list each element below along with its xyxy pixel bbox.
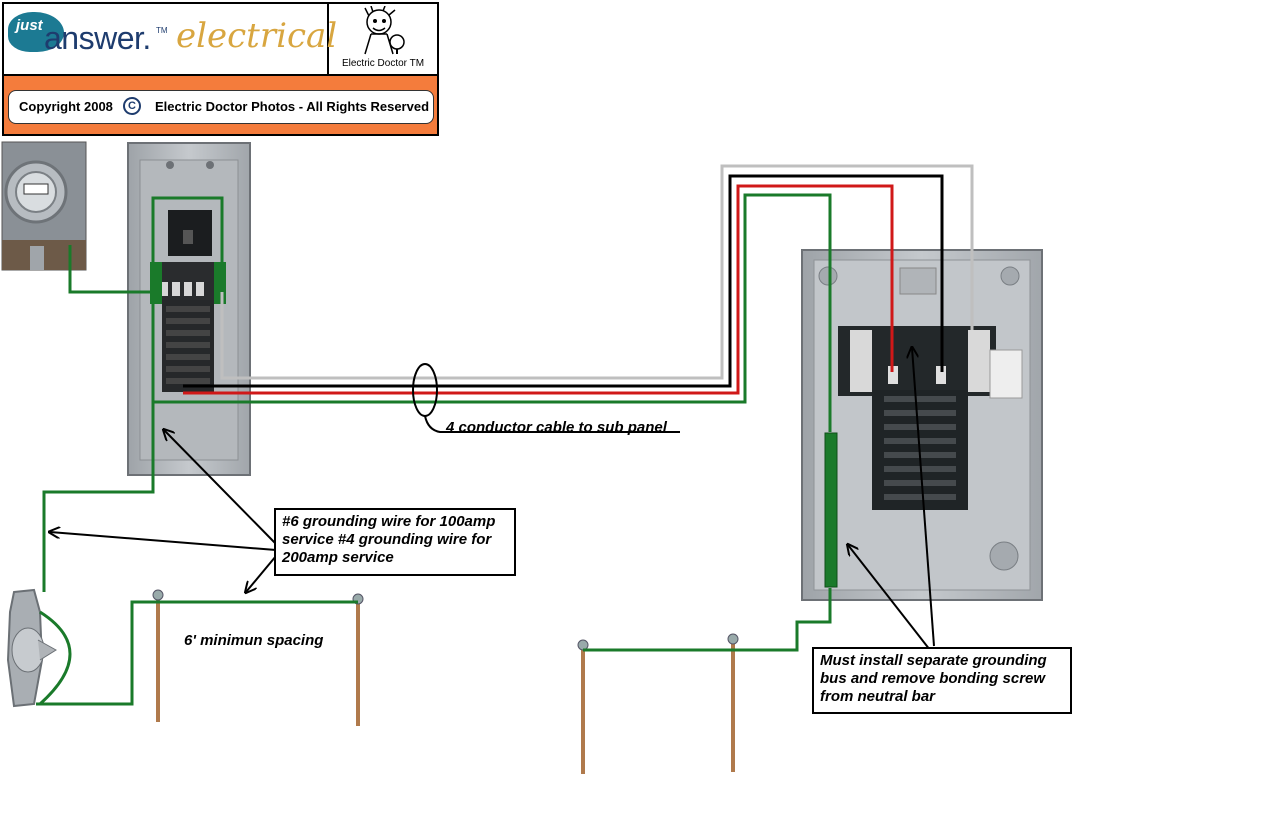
header-box: just answer. TM electrical Electric Doct…	[2, 2, 439, 136]
doctor-cartoon-icon	[364, 6, 405, 55]
copyright-icon: C	[123, 97, 141, 115]
doctor-label: Electric Doctor TM	[341, 58, 425, 69]
cable-label: 4 conductor cable to sub panel	[446, 419, 667, 436]
spacing-label: 6' minimun spacing	[184, 632, 324, 649]
sub-panel	[801, 249, 1043, 601]
cable-red	[183, 184, 894, 395]
main-panel	[127, 142, 251, 476]
cable-ring	[412, 363, 438, 417]
copyright-bar: Copyright 2008 C Electric Doctor Photos …	[4, 76, 437, 134]
logo-answer: answer.	[44, 20, 151, 56]
electric-doctor-logo: Electric Doctor TM	[329, 4, 437, 74]
main-ground-loop	[151, 196, 224, 292]
header-top: just answer. TM electrical Electric Doct…	[4, 4, 437, 76]
meter-ground-wire	[68, 245, 153, 294]
copyright-text: Electric Doctor Photos - All Rights Rese…	[155, 99, 430, 114]
logo-just: just	[8, 12, 64, 52]
justanswer-logo: just answer. TM electrical	[4, 4, 337, 74]
sub-breaker-slots	[884, 396, 956, 500]
separate-bus-callout: Must install separate grounding bus and …	[812, 647, 1072, 714]
water-meter-jumper	[38, 610, 72, 706]
electric-meter-photo	[1, 141, 87, 271]
water-to-rods-ground	[36, 600, 358, 706]
breaker-slots	[166, 306, 210, 384]
grounding-wire-callout: #6 grounding wire for 100amp service #4 …	[274, 508, 516, 576]
logo-tm: TM	[156, 26, 168, 35]
cable-black	[183, 174, 944, 388]
copyright-year: Copyright 2008	[19, 99, 113, 114]
cable-neutral	[220, 164, 974, 380]
cable-ground	[151, 193, 832, 432]
water-meter	[6, 588, 57, 708]
main-to-water-ground	[42, 402, 155, 592]
sub-ground-to-rods	[583, 588, 832, 652]
leader-lines	[50, 348, 935, 651]
copyright-pill: Copyright 2008 C Electric Doctor Photos …	[8, 90, 434, 124]
logo-electrical: electrical	[176, 16, 338, 56]
ground-rods	[152, 589, 739, 774]
